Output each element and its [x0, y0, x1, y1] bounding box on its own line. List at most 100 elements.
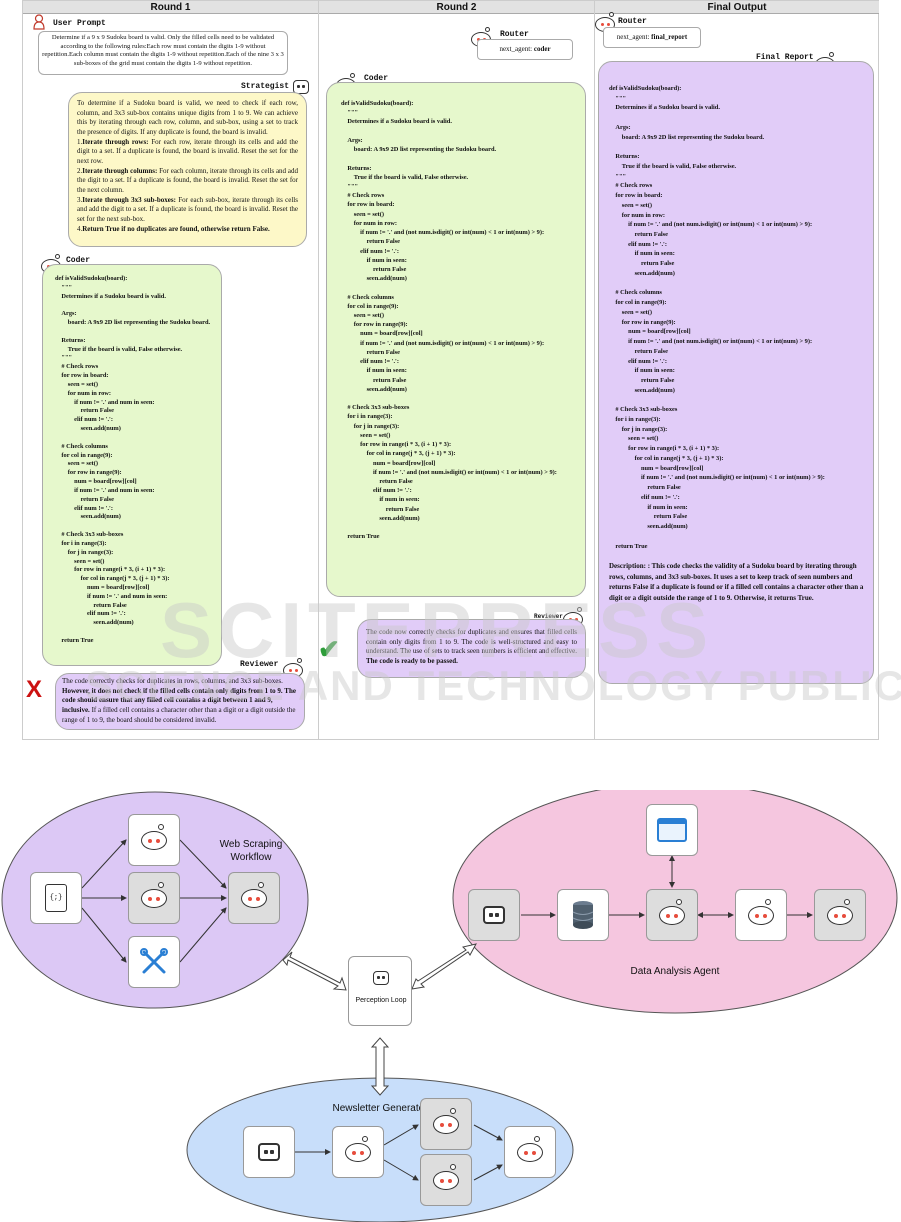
database-node	[557, 889, 609, 941]
reviewer-bubble: The code correctly checks for duplicates…	[55, 673, 305, 730]
coder-code: def isValidSudoku(board): """ Determines…	[55, 275, 211, 644]
newsletter-agent-node	[420, 1098, 472, 1150]
coder-code-bubble-round2: def isValidSudoku(board): """ Determines…	[326, 82, 586, 597]
user-prompt-text: Determine if a 9 x 9 Sudoku board is val…	[42, 34, 284, 67]
newsletter-agent-node	[420, 1154, 472, 1206]
strategist-intro: To determine if a Sudoku board is valid,…	[77, 99, 298, 136]
reviewer-text: The code correctly checks for duplicates…	[62, 677, 283, 685]
robot-node	[468, 889, 520, 941]
final-router-value: final_report	[651, 33, 688, 41]
step-text: For each column, iterate through its cel…	[77, 166, 298, 194]
json-file-icon: {;}	[45, 884, 67, 912]
coder-label-round2: Coder	[364, 74, 389, 83]
coder-code-bubble: def isValidSudoku(board): """ Determines…	[42, 264, 222, 666]
accept-check-icon: ✔	[318, 634, 340, 664]
step-title: Iterate through rows:	[82, 137, 149, 146]
tools-node	[128, 936, 180, 988]
strategist-step: 1.Iterate through rows: For each row, it…	[77, 138, 298, 167]
strategist-bubble: To determine if a Sudoku board is valid,…	[68, 92, 307, 247]
step-title: Iterate through 3x3 sub-boxes:	[82, 195, 176, 204]
final-router-label: Router	[618, 17, 647, 26]
step-text: For each sub-box, iterate through its ce…	[77, 195, 298, 223]
router-key: next_agent:	[499, 45, 534, 53]
agent-rounds-figure: Round 1 Round 2 Final Output	[22, 0, 879, 740]
final-report-code: def isValidSudoku(board): """ Determines…	[609, 85, 825, 550]
reporter-agent-node	[735, 889, 787, 941]
agent-face-icon	[141, 823, 167, 850]
strategist-step: 2.Iterate through columns: For each colu…	[77, 167, 298, 196]
final-report-bubble: def isValidSudoku(board): """ Determines…	[598, 61, 874, 684]
analyst-agent-node	[646, 889, 698, 941]
strategist-step: 3.Iterate through 3x3 sub-boxes: For eac…	[77, 196, 298, 225]
strategist-steps: 1.Iterate through rows: For each row, it…	[77, 138, 298, 235]
router-bubble: next_agent: coder	[477, 39, 573, 60]
agent-face-icon	[659, 898, 685, 925]
step-number: 4.	[77, 224, 83, 233]
step-title: Return True if no duplicates are found, …	[82, 224, 270, 233]
step-number: 3.	[77, 195, 83, 204]
web-scraping-title: Web Scraping Workflow	[219, 839, 283, 863]
data-analysis-title: Data Analysis Agent	[630, 966, 720, 977]
column-divider	[594, 1, 595, 739]
column-divider	[318, 1, 319, 739]
perception-loop-label: Perception Loop	[355, 997, 407, 1004]
agent-face-icon	[345, 1135, 371, 1162]
connector-arrow	[282, 943, 477, 1096]
reviewer-text-round2: The code now correctly checks for duplic…	[366, 628, 577, 656]
agent-face-icon	[827, 898, 853, 925]
router-value: coder	[533, 45, 551, 53]
scraper-agent-node	[128, 872, 180, 924]
browser-window-icon	[657, 818, 687, 842]
robot-icon	[373, 971, 389, 985]
final-description: Description: : This code checks the vali…	[609, 562, 864, 602]
watermark-subtitle: SCIENCE AND TECHNOLOGY PUBLICATIONS	[85, 662, 901, 709]
final-router-bubble: next_agent: final_report	[603, 27, 701, 48]
agent-face-icon	[748, 898, 774, 925]
reviewer-text-end: If a filled cell contains a character ot…	[62, 705, 296, 724]
reviewer-label: Reviewer	[240, 660, 279, 669]
robot-icon	[258, 1143, 280, 1161]
strategist-step: 4.Return True if no duplicates are found…	[77, 225, 298, 235]
aggregator-agent-node	[228, 872, 280, 924]
reviewer-label-round2: Reviewer	[534, 613, 563, 620]
user-prompt-label: User Prompt	[53, 19, 106, 28]
step-number: 2.	[77, 166, 83, 175]
robot-icon	[293, 80, 309, 94]
perception-loop-node: Perception Loop	[348, 956, 412, 1026]
user-prompt-bubble: Determine if a 9 x 9 Sudoku board is val…	[38, 31, 288, 75]
wrench-screwdriver-icon	[140, 948, 168, 974]
database-icon	[572, 901, 594, 929]
browser-window-node	[646, 804, 698, 856]
column-header-round2: Round 2	[319, 1, 594, 14]
final-report-label: Final Report	[756, 53, 814, 62]
watermark-logo: SCITEPRESS	[160, 586, 715, 674]
json-file-node: {;}	[30, 872, 82, 924]
column-header-final: Final Output	[595, 1, 879, 14]
reviewer-bold-text: However, it does not check if the filled…	[62, 686, 296, 714]
step-text: For each row, iterate through its cells …	[77, 137, 298, 165]
column-header-round1: Round 1	[23, 1, 318, 14]
output-agent-node	[814, 889, 866, 941]
robot-icon	[483, 906, 505, 924]
user-icon	[33, 14, 45, 30]
scraper-agent-node	[128, 814, 180, 866]
newsletter-agent-node	[332, 1126, 384, 1178]
final-router-key: next_agent:	[616, 33, 652, 41]
agent-face-icon	[141, 881, 167, 908]
strategist-label: Strategist	[241, 82, 290, 91]
agent-face-icon	[433, 1107, 459, 1134]
newsletter-robot-node	[243, 1126, 295, 1178]
agent-face-icon	[433, 1163, 459, 1190]
reviewer-bold-round2: The code is ready to be passed.	[366, 656, 458, 665]
newsletter-output-node	[504, 1126, 556, 1178]
step-title: Iterate through columns:	[82, 166, 158, 175]
coder-code-round2: def isValidSudoku(board): """ Determines…	[341, 100, 557, 541]
agent-face-icon	[517, 1135, 543, 1162]
step-number: 1.	[77, 137, 83, 146]
newsletter-title: Newsletter Generator	[332, 1103, 428, 1114]
coder-label: Coder	[66, 256, 91, 265]
router-label: Router	[500, 30, 529, 39]
reviewer-bubble-round2: The code now correctly checks for duplic…	[357, 619, 586, 678]
agent-face-icon	[241, 881, 267, 908]
reject-x-icon: X	[26, 676, 43, 703]
